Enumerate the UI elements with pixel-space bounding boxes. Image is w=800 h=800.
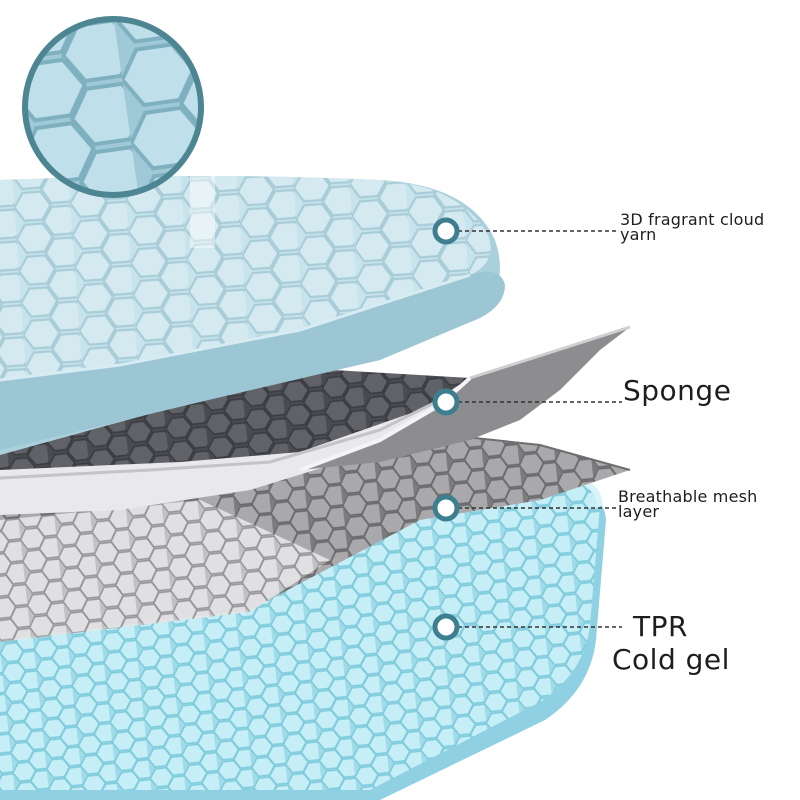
label-fragrant-cloud-yarn: 3D fragrant cloud yarn bbox=[620, 210, 765, 244]
marker-mesh bbox=[432, 494, 616, 522]
label-tpr: TPR bbox=[633, 610, 688, 643]
fabric-zoom-callout bbox=[22, 16, 215, 248]
mesh-layer bbox=[0, 429, 631, 642]
label-sponge: Sponge bbox=[623, 375, 731, 407]
marker-sponge bbox=[432, 388, 622, 416]
marker-yarn bbox=[432, 217, 618, 245]
label-cold-gel: Cold gel bbox=[612, 643, 730, 676]
top-fabric-layer bbox=[0, 176, 505, 455]
label-yarn-line-1: 3D fragrant cloud bbox=[620, 210, 765, 229]
label-mesh-line-2: layer bbox=[618, 502, 660, 521]
marker-tpr bbox=[432, 613, 622, 641]
label-breathable-mesh: Breathable mesh layer bbox=[618, 487, 758, 521]
label-mesh-line-1: Breathable mesh bbox=[618, 487, 758, 506]
label-sponge-line-1: Sponge bbox=[623, 374, 732, 407]
label-yarn-line-2: yarn bbox=[620, 225, 657, 244]
